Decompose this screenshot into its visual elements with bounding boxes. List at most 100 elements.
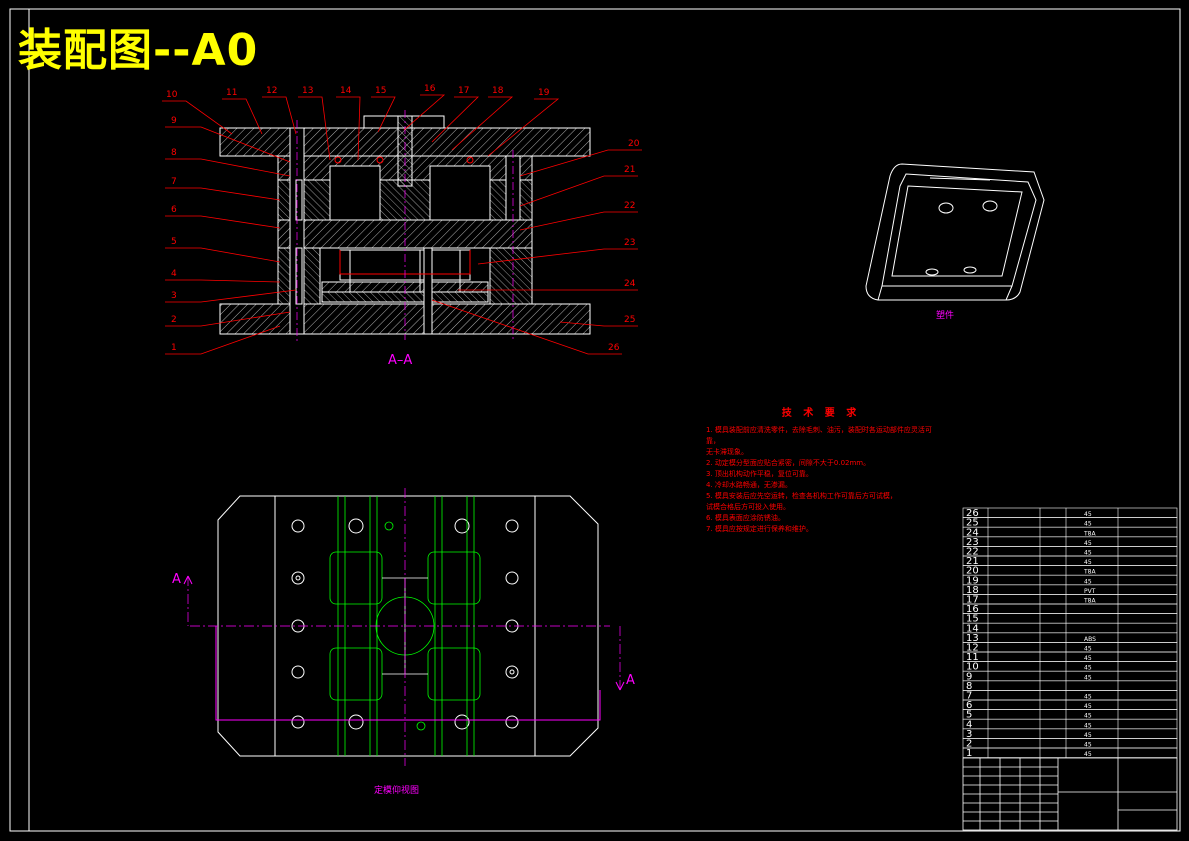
leader-7 xyxy=(165,187,281,201)
bom-mat: 45 xyxy=(1084,521,1092,528)
bom-no: 8 xyxy=(966,681,972,692)
bom-mat: 45 xyxy=(1084,655,1092,662)
leader-2 xyxy=(165,311,291,327)
bom-mat: 45 xyxy=(1084,511,1092,518)
callout-9: 9 xyxy=(171,116,177,126)
bom-mat: 45 xyxy=(1084,540,1092,547)
bom-mat: 45 xyxy=(1084,742,1092,749)
tech-line: 试模合格后方可投入使用。 xyxy=(706,503,790,511)
bom-mat: 45 xyxy=(1084,722,1092,729)
bom-no: 24 xyxy=(966,527,979,538)
bom-mat: T8A xyxy=(1083,530,1096,537)
callout-leaders xyxy=(162,94,642,355)
bom-no: 25 xyxy=(966,518,979,529)
plan-centerlines xyxy=(187,488,621,766)
bom-no: 7 xyxy=(966,691,972,702)
part-view-label: 塑件 xyxy=(936,309,954,321)
callout-23: 23 xyxy=(624,238,635,248)
bom-mat: 45 xyxy=(1084,751,1092,758)
leader-16 xyxy=(403,94,446,131)
section-centerlines xyxy=(296,110,514,342)
leader-8 xyxy=(165,158,291,177)
callout-22: 22 xyxy=(624,201,635,211)
page-title: 装配图--A0 xyxy=(18,25,259,76)
callout-8: 8 xyxy=(171,148,177,158)
plan-view-label: 定模仰视图 xyxy=(374,784,419,796)
bom-mat: PVT xyxy=(1084,588,1096,595)
callout-17: 17 xyxy=(458,86,469,96)
callout-20: 20 xyxy=(628,139,640,149)
bom-mat: 45 xyxy=(1084,665,1092,672)
leader-5 xyxy=(165,247,281,263)
plan-cut-label-right: A xyxy=(626,673,635,688)
bom-no: 17 xyxy=(966,595,979,606)
callout-10: 10 xyxy=(166,90,178,100)
bom-mat: 45 xyxy=(1084,674,1092,681)
callout-25: 25 xyxy=(624,315,635,325)
callout-7: 7 xyxy=(171,177,177,187)
plan-cut-label-left: A xyxy=(172,572,181,587)
bom-no: 12 xyxy=(966,643,979,654)
bom-mat: ABS xyxy=(1084,636,1096,643)
bom-no: 4 xyxy=(966,719,972,730)
bom-no: 6 xyxy=(966,700,972,711)
bom-mat: 45 xyxy=(1084,713,1092,720)
callout-1: 1 xyxy=(171,343,177,353)
bom-no: 2 xyxy=(966,739,972,750)
leader-10 xyxy=(162,100,233,135)
leader-1 xyxy=(165,325,281,355)
bom-no: 19 xyxy=(966,575,979,586)
bom-no: 15 xyxy=(966,614,979,625)
technical-requirements: 技 术 要 求 1. 模具装配前应清洗零件，去除毛刺、油污，装配时各运动部件应灵… xyxy=(706,408,936,535)
bom-no: 26 xyxy=(966,508,979,519)
callout-19: 19 xyxy=(538,88,550,98)
bom-no: 11 xyxy=(966,652,979,663)
leader-26 xyxy=(431,299,622,355)
tech-line: 1. 模具装配前应清洗零件，去除毛刺、油污，装配时各运动部件应灵活可靠， xyxy=(706,426,932,445)
tech-line: 3. 顶出机构动作平稳，复位可靠。 xyxy=(706,470,813,478)
leader-12 xyxy=(262,96,297,135)
tech-line: 6. 模具表面应涂防锈油。 xyxy=(706,514,785,522)
bom-mat: 45 xyxy=(1084,732,1092,739)
bom-no: 9 xyxy=(966,671,972,682)
tech-line: 4. 冷却水路畅通，无渗漏。 xyxy=(706,481,792,489)
leader-4 xyxy=(165,279,281,283)
leader-19 xyxy=(487,98,560,157)
callout-3: 3 xyxy=(171,291,177,301)
part-isometric-view xyxy=(865,163,1045,301)
bom-no: 10 xyxy=(966,662,979,673)
callout-12: 12 xyxy=(266,86,277,96)
leader-13 xyxy=(298,96,331,161)
tech-line: 7. 模具应按规定进行保养和维护。 xyxy=(706,525,813,533)
callout-11: 11 xyxy=(226,88,237,98)
callout-4: 4 xyxy=(171,269,177,279)
inner-border xyxy=(28,8,1181,832)
leader-3 xyxy=(165,289,297,303)
bom-mat: 45 xyxy=(1084,703,1092,710)
callout-2: 2 xyxy=(171,315,177,325)
callout-6: 6 xyxy=(171,205,177,215)
section-label: A–A xyxy=(388,353,412,368)
leader-23 xyxy=(477,248,638,265)
leader-22 xyxy=(519,211,638,231)
bom-mat: 45 xyxy=(1084,550,1092,557)
leader-21 xyxy=(519,175,638,207)
bom-mat: 45 xyxy=(1084,578,1092,585)
bom-no: 1 xyxy=(966,748,972,759)
leader-18 xyxy=(451,96,514,151)
leader-25 xyxy=(559,321,638,327)
bom-mat: T8A xyxy=(1083,569,1096,576)
bom-no: 21 xyxy=(966,556,979,567)
bom-no: 20 xyxy=(966,566,979,577)
bom-mat: 45 xyxy=(1084,646,1092,653)
tech-line: 无卡滞现象。 xyxy=(706,448,748,456)
callout-24: 24 xyxy=(624,279,636,289)
bom-no: 3 xyxy=(966,729,972,740)
tech-line: 2. 动定模分型面应贴合紧密，间隙不大于0.02mm。 xyxy=(706,459,871,467)
leader-20 xyxy=(519,149,642,177)
leader-11 xyxy=(222,98,263,135)
tech-requirements-title: 技 术 要 求 xyxy=(781,408,861,419)
bom-row: 1 45 xyxy=(962,747,1178,759)
callout-5: 5 xyxy=(171,237,177,247)
